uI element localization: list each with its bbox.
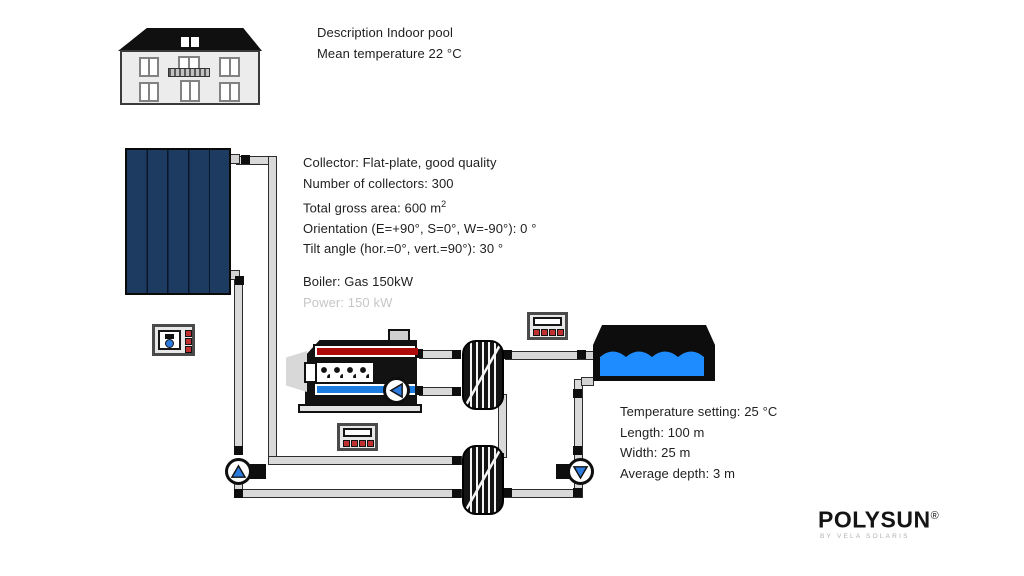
- screen-pump-glyph: [165, 339, 174, 348]
- controller-pool[interactable]: [527, 312, 568, 340]
- controller-button[interactable]: [185, 330, 192, 337]
- collector-line: Total gross area: 600 m2: [303, 199, 447, 216]
- heat-exchanger-boiler[interactable]: [461, 339, 505, 411]
- controller-display: [533, 317, 562, 326]
- polysun-logo: POLYSUN® BY VELA SOLARIS: [818, 504, 939, 540]
- pipe-joint: [573, 446, 582, 455]
- pipe-hot-to-hx[interactable]: [268, 456, 462, 465]
- pipe-joint: [503, 488, 512, 497]
- pool-outlet-stub: [581, 377, 594, 386]
- description-line: Description Indoor pool: [317, 25, 453, 40]
- collector-description: Collector: Flat-plate, good quality Numb…: [303, 153, 537, 260]
- pool-line: Average depth: 3 m: [620, 465, 736, 481]
- pipe-joint: [573, 488, 582, 497]
- cold-water-bar: [317, 386, 415, 393]
- boiler-power: Power: 150 kW: [303, 294, 393, 310]
- pool-description: Temperature setting: 25 °C Length: 100 m…: [620, 402, 777, 484]
- registered-mark: ®: [930, 510, 940, 522]
- pump-up-icon: [230, 464, 247, 478]
- boiler-pump[interactable]: [383, 377, 410, 404]
- logo-tagline: BY VELA SOLARIS: [820, 532, 910, 540]
- controller-button[interactable]: [533, 329, 540, 336]
- controller-boiler[interactable]: [337, 423, 378, 451]
- controller-button[interactable]: [185, 346, 192, 353]
- pump-left-icon: [389, 382, 403, 399]
- collector-line: Orientation (E=+90°, S=0°, W=-90°): 0 °: [303, 220, 537, 236]
- door: [180, 80, 200, 102]
- controller-button[interactable]: [343, 440, 350, 447]
- window: [219, 57, 240, 77]
- burner-blower: [286, 351, 307, 392]
- controller-button[interactable]: [367, 440, 374, 447]
- pipe-return-bottom[interactable]: [234, 489, 462, 498]
- logo-brand: POLYSUN®: [818, 506, 940, 533]
- pool-pump[interactable]: [567, 458, 594, 485]
- pipe-joint: [414, 349, 423, 358]
- screen-glyph: [165, 334, 174, 339]
- burner-flame-box: [315, 361, 375, 384]
- collector-line: Number of collectors: 300: [303, 175, 454, 191]
- solar-collector[interactable]: [125, 148, 231, 295]
- pipe-joint: [234, 489, 243, 498]
- pipe-collector-return[interactable]: [234, 278, 243, 454]
- controller-button[interactable]: [185, 338, 192, 345]
- roof: [118, 28, 262, 51]
- controller-button[interactable]: [541, 329, 548, 336]
- collector-line: Tilt angle (hor.=0°, vert.=90°): 30 °: [303, 241, 504, 257]
- pipe-joint: [235, 276, 244, 285]
- heat-exchanger-solar[interactable]: [461, 444, 505, 516]
- controller-button[interactable]: [351, 440, 358, 447]
- controller-button[interactable]: [359, 440, 366, 447]
- pipe-pool-return[interactable]: [504, 489, 583, 498]
- controller-button[interactable]: [549, 329, 556, 336]
- pool-line: Length: 100 m: [620, 424, 705, 440]
- pipe-joint: [577, 350, 586, 359]
- pool-line: Temperature setting: 25 °C: [620, 404, 778, 419]
- pipe-joint: [234, 446, 243, 455]
- balcony: [168, 68, 210, 77]
- pipe-joint: [452, 456, 461, 465]
- controller-solar[interactable]: [152, 324, 195, 356]
- window: [219, 82, 240, 102]
- pipe-joint: [241, 155, 250, 164]
- pipe-joint: [503, 350, 512, 359]
- pump-down-icon: [572, 466, 589, 480]
- boiler-title: Boiler: Gas 150kW: [303, 274, 414, 289]
- hot-water-bar: [317, 348, 418, 355]
- pipe-joint: [452, 350, 461, 359]
- pipe-collector-hot-down[interactable]: [268, 156, 277, 461]
- controller-button[interactable]: [557, 329, 564, 336]
- pipe-joint: [573, 389, 582, 398]
- solar-pump[interactable]: [225, 458, 252, 485]
- boiler-description: Boiler: Gas 150kW Power: 150 kW: [303, 272, 413, 313]
- pool-water: [600, 351, 704, 376]
- roof-window: [191, 37, 199, 47]
- collector-line: Collector: Flat-plate, good quality: [303, 155, 497, 170]
- gas-boiler[interactable]: [284, 328, 424, 416]
- pool-line: Width: 25 m: [620, 445, 691, 460]
- description-line: Mean temperature 22 °C: [317, 45, 462, 61]
- swimming-pool[interactable]: [592, 324, 716, 382]
- window: [139, 57, 159, 77]
- pipe-joint: [452, 489, 461, 498]
- window: [139, 82, 159, 102]
- pipe-joint: [414, 386, 423, 395]
- building-description: Description Indoor pool Mean temperature…: [317, 23, 462, 64]
- roof-window: [181, 37, 189, 47]
- pump-motor: [250, 464, 266, 479]
- controller-display: [343, 428, 372, 437]
- building-icon[interactable]: [118, 28, 262, 105]
- controller-screen: [158, 330, 181, 350]
- pipe-joint: [452, 387, 461, 396]
- boiler-base: [298, 404, 422, 413]
